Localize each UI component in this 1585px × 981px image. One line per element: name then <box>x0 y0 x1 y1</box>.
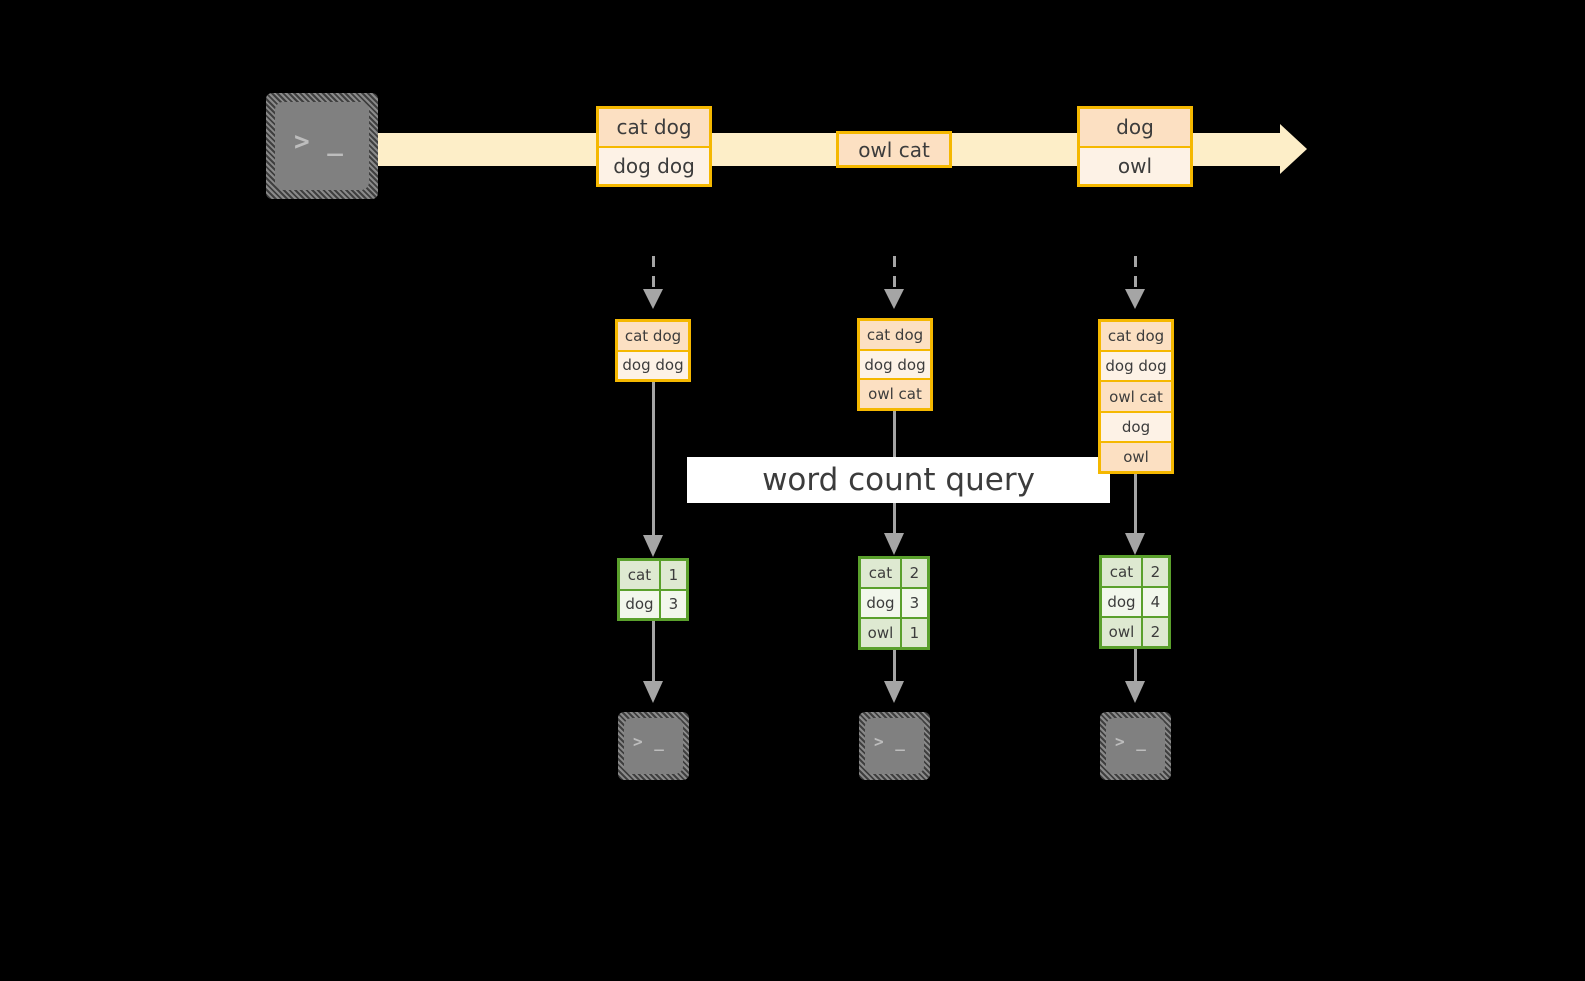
terminal-prompt-glyph: > _ <box>874 732 906 751</box>
stream-record-3[interactable]: dog owl <box>1077 106 1193 187</box>
input-row: dog <box>1101 412 1171 443</box>
result-to-sink-connector-2 <box>893 650 896 683</box>
table-row: cat 2 <box>861 559 927 589</box>
count-cell: 2 <box>1142 558 1168 586</box>
snapshot-result-2[interactable]: cat 2 dog 3 owl 1 <box>858 556 930 650</box>
stream-record-row: owl cat <box>839 134 949 165</box>
sink-terminal-2[interactable]: > _ <box>859 712 930 780</box>
input-row: cat dog <box>1101 322 1171 353</box>
word-cell: cat <box>1102 558 1143 586</box>
stream-to-input-arrowhead-1 <box>643 289 663 309</box>
input-row: owl cat <box>860 380 930 409</box>
input-row: dog dog <box>1101 352 1171 383</box>
count-cell: 2 <box>1142 618 1168 646</box>
table-row: owl 1 <box>861 619 927 647</box>
table-row: cat 2 <box>1102 558 1168 588</box>
word-cell: dog <box>861 589 902 617</box>
event-stream-arrowhead <box>1280 124 1307 174</box>
table-row: dog 3 <box>620 590 686 618</box>
input-to-result-connector-3 <box>1134 474 1137 535</box>
terminal-screen <box>865 718 924 774</box>
count-cell: 3 <box>660 590 686 618</box>
result-to-sink-connector-3 <box>1134 649 1137 683</box>
count-cell: 1 <box>660 561 686 589</box>
word-cell: owl <box>1102 618 1143 646</box>
stream-record-row: cat dog <box>599 109 709 148</box>
table-row: dog 4 <box>1102 588 1168 618</box>
word-cell: owl <box>861 619 902 647</box>
result-to-sink-connector-1 <box>652 621 655 683</box>
table-row: cat 1 <box>620 561 686 591</box>
snapshot-input-2[interactable]: cat dog dog dog owl cat <box>857 318 933 411</box>
word-cell: cat <box>861 559 902 587</box>
snapshot-result-3[interactable]: cat 2 dog 4 owl 2 <box>1099 555 1171 649</box>
stream-record-row: dog <box>1080 109 1190 148</box>
query-label: word count query <box>762 462 1035 498</box>
query-label-band: word count query <box>687 457 1110 503</box>
terminal-prompt-glyph: > _ <box>294 127 344 157</box>
count-cell: 4 <box>1142 588 1168 616</box>
input-row: owl <box>1101 442 1171 472</box>
table-row: owl 2 <box>1102 618 1168 646</box>
input-row: dog dog <box>618 351 688 379</box>
terminal-screen <box>1106 718 1165 774</box>
count-cell: 3 <box>901 589 927 617</box>
result-to-sink-arrowhead-1 <box>643 681 663 703</box>
snapshot-result-1[interactable]: cat 1 dog 3 <box>617 558 689 621</box>
snapshot-input-3[interactable]: cat dog dog dog owl cat dog owl <box>1098 319 1174 474</box>
count-cell: 1 <box>901 619 927 647</box>
table-row: dog 3 <box>861 589 927 619</box>
input-to-result-arrowhead-2 <box>884 533 904 555</box>
stream-record-2[interactable]: owl cat <box>836 131 952 168</box>
stream-record-1[interactable]: cat dog dog dog <box>596 106 712 187</box>
sink-terminal-3[interactable]: > _ <box>1100 712 1171 780</box>
input-row: cat dog <box>860 321 930 351</box>
input-to-result-connector-1 <box>652 382 655 537</box>
stream-to-input-arrowhead-3 <box>1125 289 1145 309</box>
terminal-prompt-glyph: > _ <box>1115 732 1147 751</box>
stream-record-row: dog dog <box>599 147 709 184</box>
count-cell: 2 <box>901 559 927 587</box>
snapshot-input-1[interactable]: cat dog dog dog <box>615 319 691 382</box>
stream-to-input-connector-2 <box>893 256 896 290</box>
terminal-screen <box>624 718 683 774</box>
stream-to-input-connector-3 <box>1134 256 1137 290</box>
result-to-sink-arrowhead-3 <box>1125 681 1145 703</box>
terminal-screen <box>275 102 369 190</box>
stream-to-input-connector-1 <box>652 256 655 290</box>
word-cell: dog <box>1102 588 1143 616</box>
input-to-result-arrowhead-1 <box>643 535 663 557</box>
input-to-result-arrowhead-3 <box>1125 533 1145 555</box>
stream-record-row: owl <box>1080 147 1190 184</box>
result-to-sink-arrowhead-2 <box>884 681 904 703</box>
input-row: owl cat <box>1101 382 1171 413</box>
sink-terminal-1[interactable]: > _ <box>618 712 689 780</box>
word-cell: dog <box>620 590 661 618</box>
source-terminal-icon[interactable]: > _ <box>266 93 378 199</box>
word-cell: cat <box>620 561 661 589</box>
terminal-prompt-glyph: > _ <box>633 732 665 751</box>
input-row: dog dog <box>860 350 930 381</box>
input-row: cat dog <box>618 322 688 352</box>
stream-to-input-arrowhead-2 <box>884 289 904 309</box>
